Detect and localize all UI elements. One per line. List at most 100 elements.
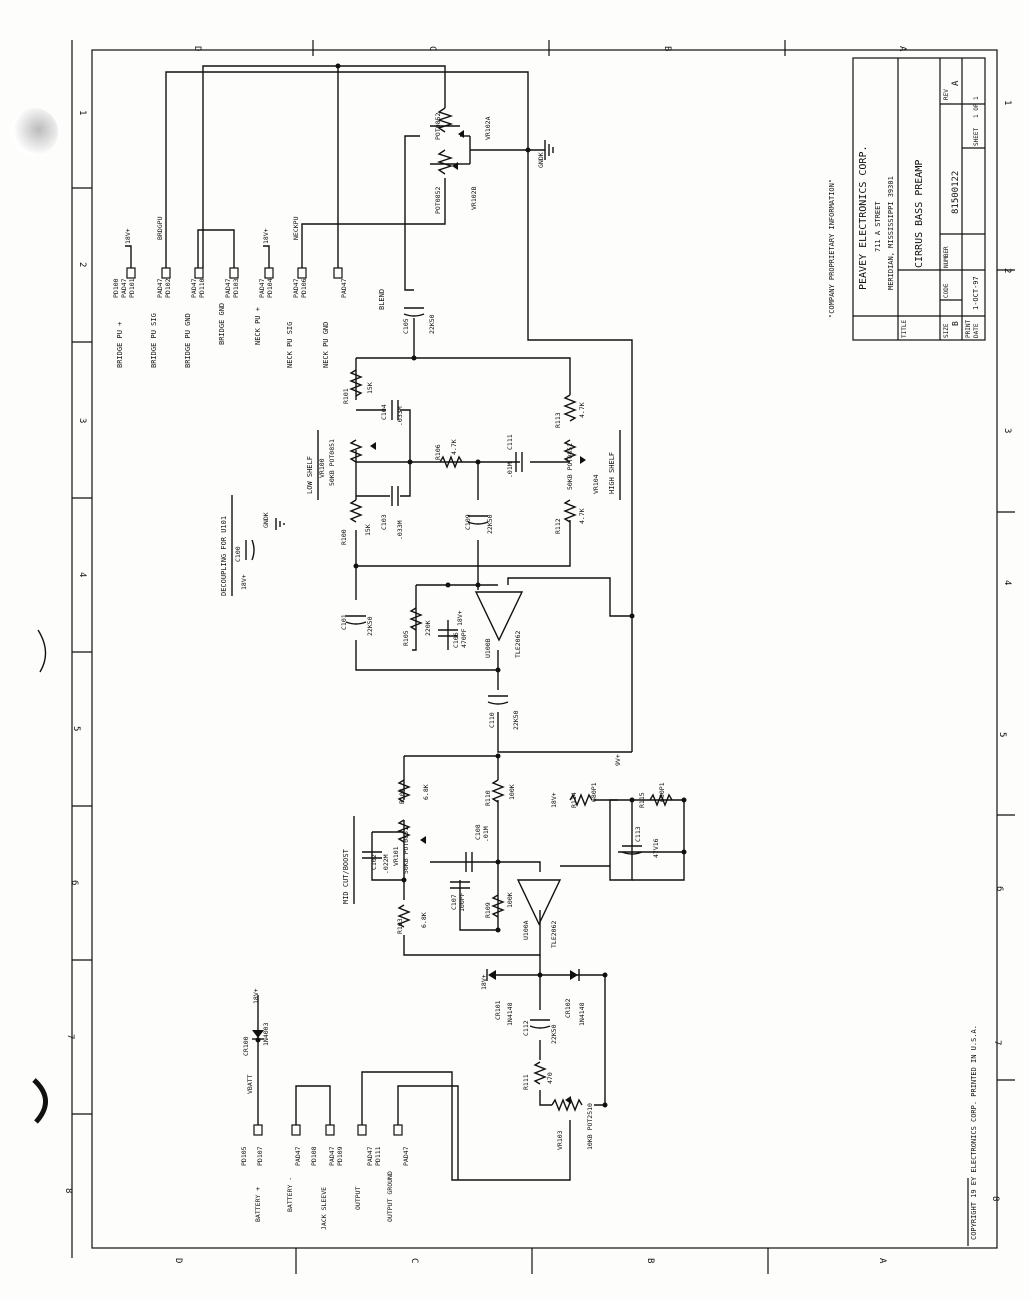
connector-label: BATTERY + <box>254 1187 262 1222</box>
component-ref: R112 <box>554 518 562 534</box>
company-city: MERIDIAN, MISSISSIPPI 39301 <box>887 176 895 290</box>
pad-type: PAD47 <box>156 278 164 298</box>
pad-pin: PD108 <box>310 1146 318 1166</box>
drawing-number: 81500122 <box>951 171 961 214</box>
section-high-shelf: HIGH SHELF <box>608 452 616 494</box>
rev-value: A <box>951 80 961 86</box>
component-value: .01M <box>482 826 490 842</box>
component-ref: U100B <box>484 638 492 658</box>
component-ref: C112 <box>522 1020 530 1036</box>
connector-label: BRIDGE PU + <box>116 322 124 368</box>
connector-label: NECK PU + <box>254 307 262 345</box>
component-ref: C105 <box>402 318 410 334</box>
pad <box>357 1124 367 1136</box>
component-ref: R103 <box>396 918 404 934</box>
zone-letter: A <box>897 46 907 52</box>
code-label: CODE <box>943 283 950 298</box>
pad <box>264 267 274 279</box>
component-ref: R110 <box>484 790 492 806</box>
component-value: 15K <box>366 382 374 394</box>
cap-c105 <box>403 307 425 317</box>
pad <box>297 267 307 279</box>
component-value: 22K50 <box>512 710 520 730</box>
net-18v: 18V+ <box>456 610 464 626</box>
zone-number: 4 <box>77 572 87 577</box>
component-ref: C111 <box>506 434 514 450</box>
net-label: 18V+ <box>124 228 132 244</box>
component-value: 4.7K <box>578 402 586 418</box>
component-value: 100K <box>506 892 514 908</box>
net-label: NECKPU <box>292 216 300 240</box>
zone-letter: A <box>877 1258 887 1264</box>
pad <box>161 267 171 279</box>
zone-number: 5 <box>71 726 81 731</box>
zone-number: 2 <box>1002 268 1012 273</box>
component-value: TLE2062 <box>514 631 522 658</box>
resistors <box>349 369 673 1112</box>
copyright-note: COPYRIGHT 19 EY ELECTRONICS CORP. PRINTE… <box>970 1025 978 1240</box>
zone-number: 3 <box>77 418 87 423</box>
zone-number: 8 <box>990 1196 1000 1201</box>
section-labels: LOW SHELF HIGH SHELF MID CUT/BOOST DECOU… <box>220 452 616 904</box>
sheet-value: 1 OF 1 <box>973 96 980 118</box>
zone-letter: D <box>192 46 202 51</box>
company-street: 711 A STREET <box>874 201 882 252</box>
date-value: 1-OCT-97 <box>972 276 980 310</box>
pad-pin: PD107 <box>256 1146 264 1166</box>
pad-pin: PD110 <box>198 278 206 298</box>
pad-pin: PD111 <box>374 1146 382 1166</box>
pad-type: PAD47 <box>328 1146 336 1166</box>
pad-pin: PD102 <box>164 278 172 298</box>
junction-dots <box>255 63 687 1108</box>
diodes <box>252 969 580 1040</box>
component-ref: C101 <box>340 614 348 630</box>
pad-type: PAD47 <box>402 1146 410 1166</box>
component-ref: VR100 <box>318 458 326 478</box>
component-ref: U100A <box>522 920 530 940</box>
net-labels: 18V+ GNDK 18V+ 9V+ 18V+ 18V+ 18V+ <box>240 512 622 1004</box>
component-labels: R101 15K C104 .033M VR100 50KB POT0851 R… <box>234 382 666 1150</box>
zone-letter: C <box>409 1258 419 1263</box>
pad <box>126 267 136 279</box>
component-value: .01M <box>506 462 514 478</box>
component-value: 220K <box>424 620 432 636</box>
component-value: 22K50 <box>428 314 436 334</box>
component-value: 470 <box>546 1072 554 1084</box>
size-label: SIZE <box>943 323 950 338</box>
net-9v: 9V+ <box>614 754 622 766</box>
binder-mark-mid <box>37 629 47 673</box>
component-value: 6.8K <box>422 784 430 800</box>
zone-letter: B <box>662 46 672 51</box>
pad-connectors-bottom <box>253 1072 403 1136</box>
component-ref: C102 <box>370 854 378 870</box>
component-ref: C110 <box>488 712 496 728</box>
component-ref: R109 <box>484 902 492 918</box>
component-value: 47V16 <box>652 838 660 858</box>
wires <box>165 65 685 1181</box>
zone-number: 5 <box>997 732 1007 737</box>
pad <box>253 1124 263 1136</box>
component-ref: C109 <box>464 514 472 530</box>
net-label: VBATT <box>246 1074 254 1094</box>
zone-number: 7 <box>992 1040 1002 1045</box>
proprietary-note: "COMPANY PROPRIETARY INFORMATION" <box>828 179 836 318</box>
gnd-symbol <box>544 140 554 160</box>
zone-letter: D <box>173 1258 183 1263</box>
component-ref: C100 <box>234 546 242 562</box>
component-ref: VR102A <box>484 116 492 140</box>
net-18v: 18V+ <box>240 574 248 590</box>
component-value: 680P1 <box>590 782 598 802</box>
section-label: BLEND <box>378 289 386 310</box>
zone-number: 1 <box>77 110 87 115</box>
pad-pin: PD109 <box>336 1146 344 1166</box>
connector-label: NECK PU SIG <box>286 322 294 368</box>
opamp-u100a <box>516 879 562 926</box>
component-ref: C113 <box>634 826 642 842</box>
zone-number: 8 <box>63 1188 73 1193</box>
component-value: 6.8K <box>420 912 428 928</box>
component-value: 1N4003 <box>262 1022 270 1046</box>
pad-labels-bottom: PD105 PD107 VBATT PAD47 PD108 PAD47 PD10… <box>240 1074 410 1166</box>
component-value: 22K50 <box>366 616 374 636</box>
